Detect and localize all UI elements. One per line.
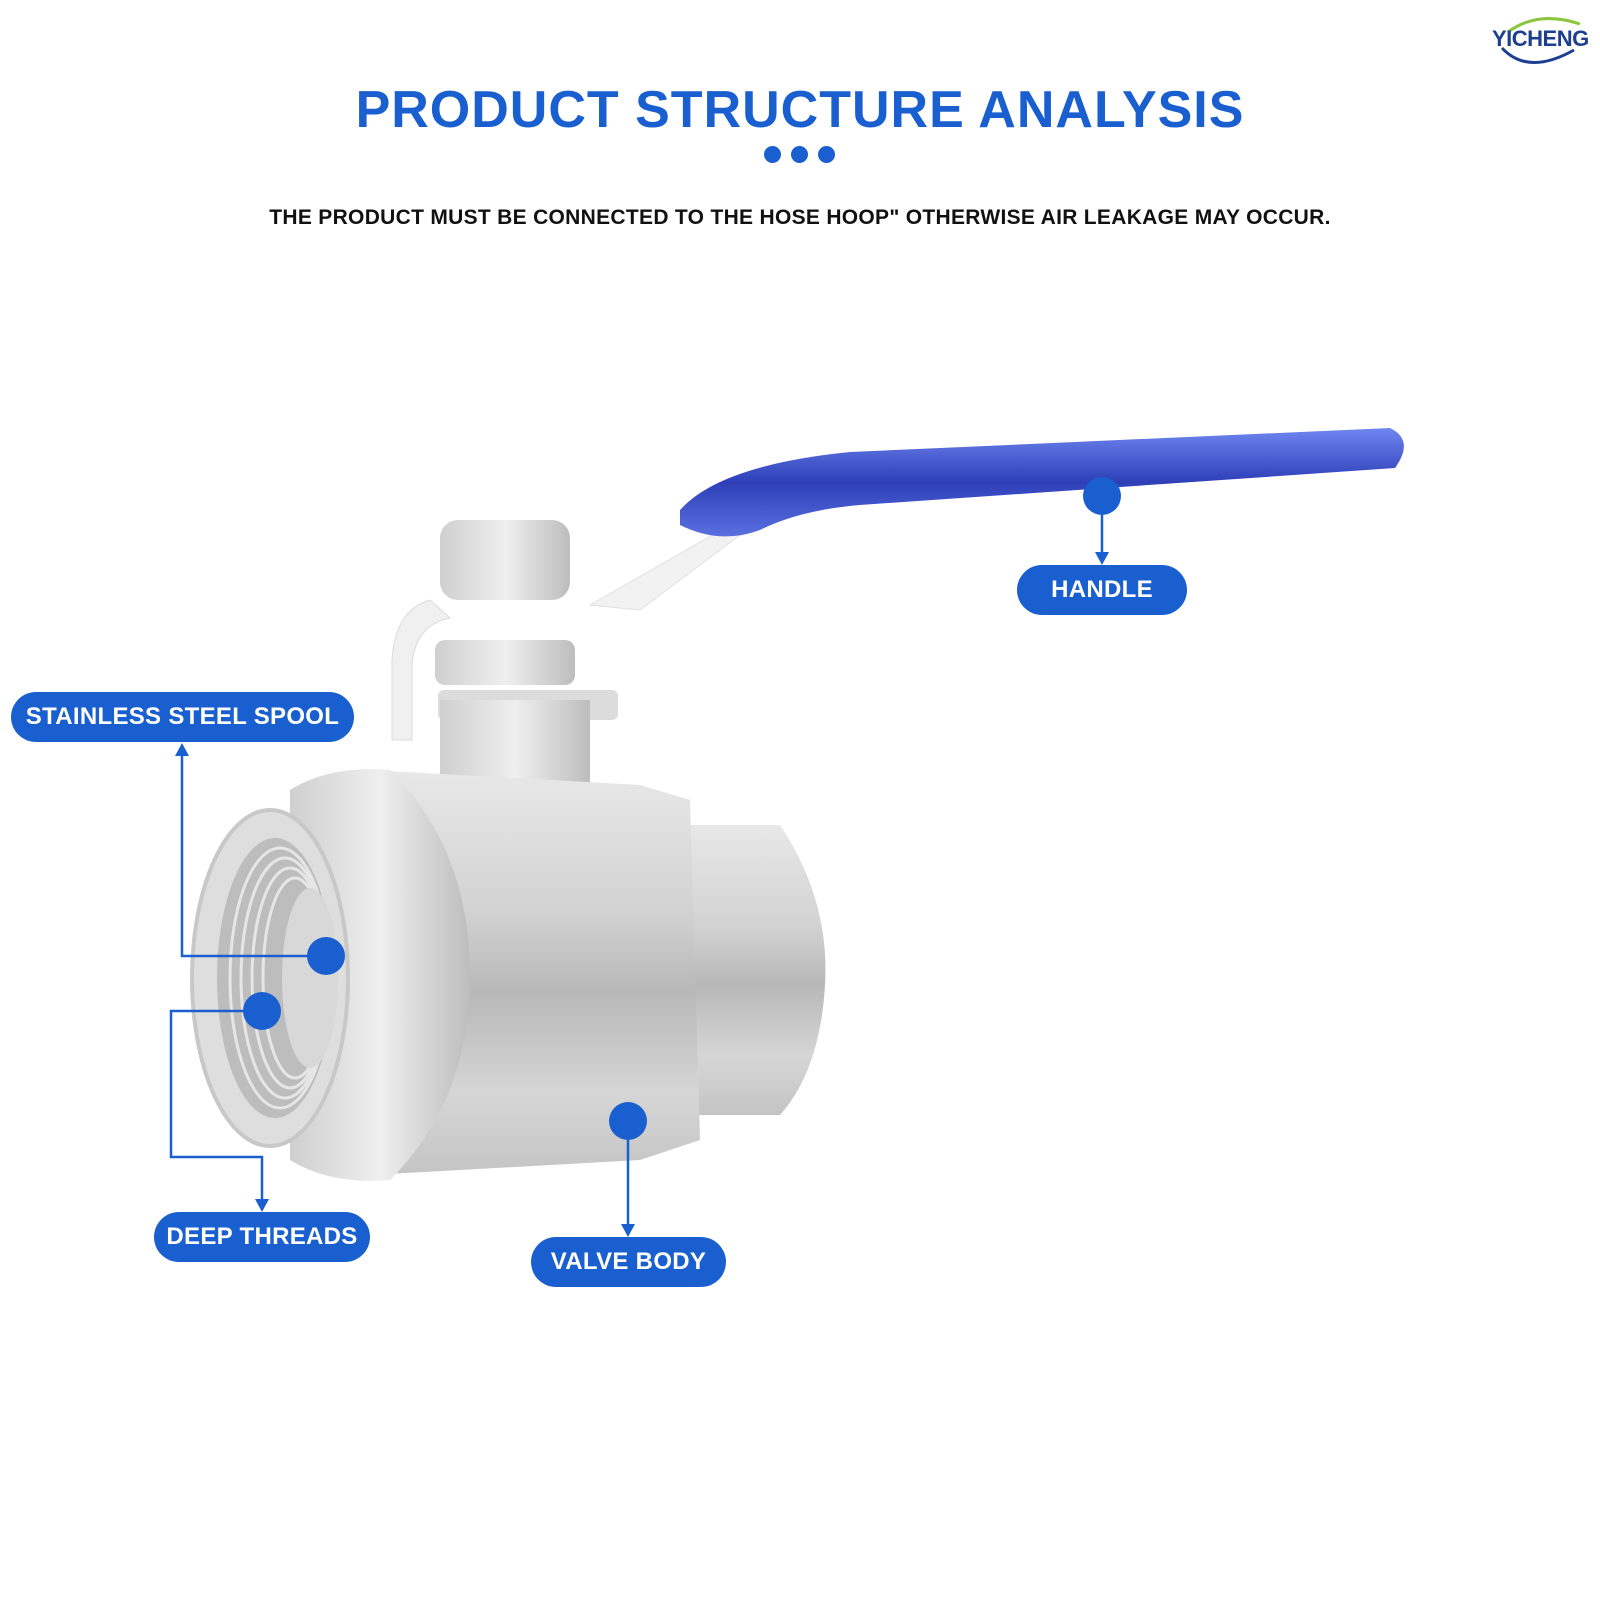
callout-stainless-steel-spool: STAINLESS STEEL SPOOL [11, 692, 354, 742]
logo-text: YICHENG [1492, 26, 1589, 51]
page-title: PRODUCT STRUCTURE ANALYSIS [355, 81, 1245, 139]
callout-valve-body: VALVE BODY [531, 1237, 726, 1287]
body-marker-dot [609, 1102, 647, 1140]
callout-deep-threads: DEEP THREADS [154, 1212, 370, 1262]
title-dots-decoration [764, 146, 835, 163]
handle-marker-dot [1083, 477, 1121, 515]
logo-swoosh-icon [1500, 17, 1581, 64]
threads-marker-dot [243, 992, 281, 1030]
page-subtitle: THE PRODUCT MUST BE CONNECTED TO THE HOS… [269, 206, 1331, 229]
spool-marker-dot [307, 937, 345, 975]
callout-handle: HANDLE [1017, 565, 1187, 615]
